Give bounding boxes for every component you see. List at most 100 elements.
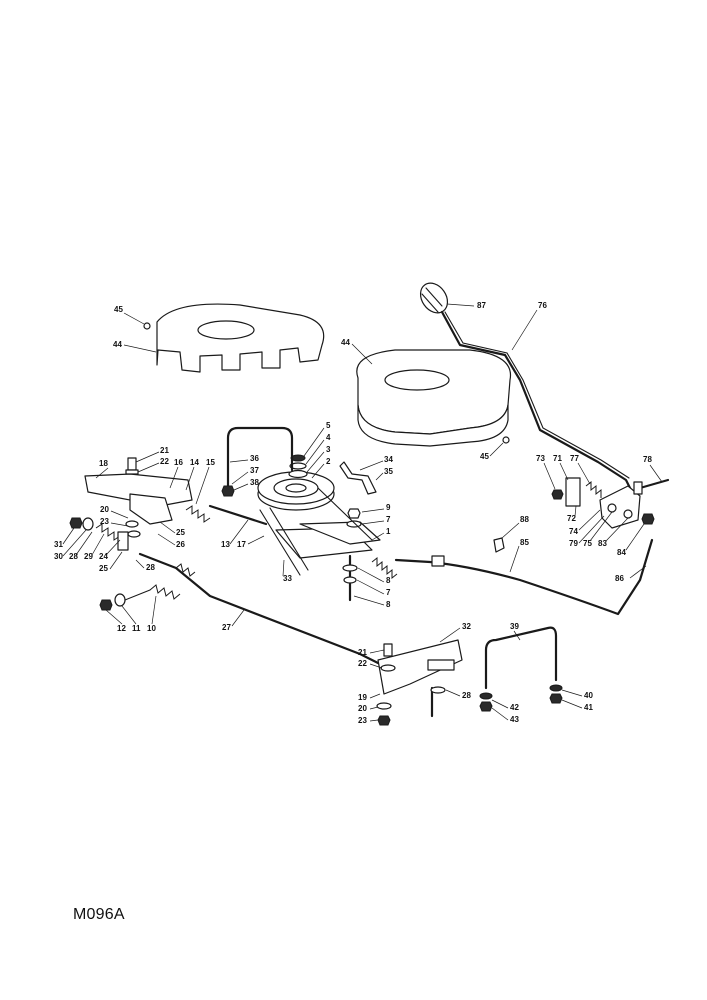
callout-26: 26 xyxy=(176,540,185,549)
callout-20: 20 xyxy=(100,505,109,514)
callout-12: 12 xyxy=(117,624,126,633)
u-rod-39 xyxy=(479,626,563,712)
cable-spring-1 xyxy=(371,556,398,580)
callout-86: 86 xyxy=(615,574,624,583)
callout-15: 15 xyxy=(206,458,215,467)
callout-21: 21 xyxy=(358,648,367,657)
callout-74: 74 xyxy=(569,527,578,536)
center-bolt-6 xyxy=(342,554,358,602)
callout-14: 14 xyxy=(190,458,199,467)
callout-23: 23 xyxy=(100,517,109,526)
belt-guide-34 xyxy=(339,461,377,495)
lower-fasteners xyxy=(376,643,446,726)
idler-spring-15 xyxy=(185,504,268,526)
control-rod-27 xyxy=(138,552,386,668)
lower-bracket-32 xyxy=(377,639,463,718)
callout-40: 40 xyxy=(584,691,593,700)
callout-28: 28 xyxy=(146,563,155,572)
callout-22: 22 xyxy=(358,659,367,668)
belt-guard-cover-left xyxy=(156,303,325,373)
pulley-2 xyxy=(257,471,335,511)
lever-bracket-assembly xyxy=(551,477,641,529)
drive-belt xyxy=(259,487,373,576)
callout-87: 87 xyxy=(477,301,486,310)
bolt-21-upper xyxy=(125,457,139,475)
callout-43: 43 xyxy=(510,715,519,724)
callout-13: 13 xyxy=(221,540,230,549)
callout-9: 9 xyxy=(386,503,391,512)
adjust-parts-left xyxy=(69,517,141,551)
callout-11: 11 xyxy=(132,624,141,633)
adjust-parts-lower xyxy=(99,584,181,611)
callout-4: 4 xyxy=(326,433,331,442)
callout-38: 38 xyxy=(250,478,259,487)
callout-labels: 45 44 87 76 44 45 21 22 18 16 14 15 36 3… xyxy=(54,301,663,725)
callout-75: 75 xyxy=(583,539,592,548)
callout-25: 25 xyxy=(99,564,108,573)
callout-30: 30 xyxy=(54,552,63,561)
callout-1: 1 xyxy=(386,527,391,536)
callout-7: 7 xyxy=(386,515,391,524)
callout-28: 28 xyxy=(462,691,471,700)
callout-76: 76 xyxy=(538,301,547,310)
lever-knob xyxy=(419,282,449,314)
bolt-9-7 xyxy=(346,508,362,528)
callout-5: 5 xyxy=(326,421,331,430)
callout-25: 25 xyxy=(176,528,185,537)
callout-79: 79 xyxy=(569,539,578,548)
u-bolt-36 xyxy=(226,426,294,490)
screw-45-left xyxy=(143,322,151,330)
callout-45: 45 xyxy=(114,305,123,314)
callout-2: 2 xyxy=(326,457,331,466)
callout-39: 39 xyxy=(510,622,519,631)
callout-42: 42 xyxy=(510,703,519,712)
callout-41: 41 xyxy=(584,703,593,712)
callout-8: 8 xyxy=(386,576,391,585)
callout-71: 71 xyxy=(553,454,562,463)
nut-37-38 xyxy=(221,485,235,497)
bolt-78 xyxy=(633,478,670,495)
callout-29: 29 xyxy=(84,552,93,561)
callout-85: 85 xyxy=(520,538,529,547)
belt-guard-cover-right xyxy=(356,349,512,447)
callout-10: 10 xyxy=(147,624,156,633)
idler-arm-1 xyxy=(275,521,381,559)
screw-45-right xyxy=(502,436,510,444)
callout-32: 32 xyxy=(462,622,471,631)
callout-3: 3 xyxy=(326,445,331,454)
callout-45: 45 xyxy=(480,452,489,461)
callout-88: 88 xyxy=(520,515,529,524)
callout-21: 21 xyxy=(160,446,169,455)
callout-22: 22 xyxy=(160,457,169,466)
callout-31: 31 xyxy=(54,540,63,549)
control-cable-85 xyxy=(394,538,654,616)
drawing-code-label: M096A xyxy=(73,906,125,923)
callout-33: 33 xyxy=(283,574,292,583)
nut-84 xyxy=(641,513,655,525)
idler-bracket-18 xyxy=(84,473,193,525)
callout-20: 20 xyxy=(358,704,367,713)
callout-83: 83 xyxy=(598,539,607,548)
callout-16: 16 xyxy=(174,458,183,467)
callout-24: 24 xyxy=(99,552,108,561)
callout-8: 8 xyxy=(386,600,391,609)
callout-35: 35 xyxy=(384,467,393,476)
callout-23: 23 xyxy=(358,716,367,725)
callout-78: 78 xyxy=(643,455,652,464)
callout-72: 72 xyxy=(567,514,576,523)
callout-44: 44 xyxy=(113,340,122,349)
callout-34: 34 xyxy=(384,455,393,464)
callout-17: 17 xyxy=(237,540,246,549)
callout-18: 18 xyxy=(99,459,108,468)
callout-19: 19 xyxy=(358,693,367,702)
callout-73: 73 xyxy=(536,454,545,463)
callout-36: 36 xyxy=(250,454,259,463)
callout-84: 84 xyxy=(617,548,626,557)
callout-7: 7 xyxy=(386,588,391,597)
callout-28: 28 xyxy=(69,552,78,561)
cable-clip-88 xyxy=(493,537,505,553)
callout-37: 37 xyxy=(250,466,259,475)
callout-27: 27 xyxy=(222,623,231,632)
